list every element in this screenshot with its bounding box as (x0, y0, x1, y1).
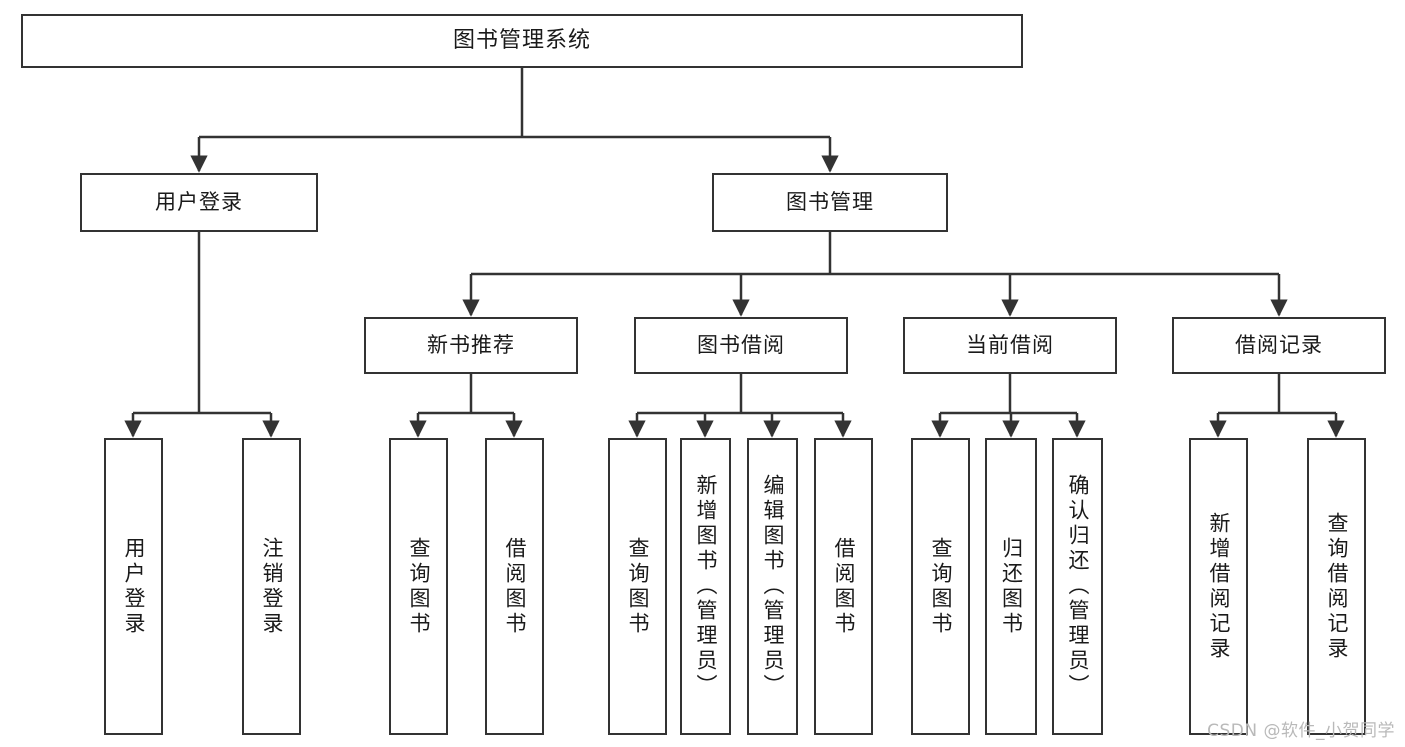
node-label-leaf-add-book: 新增图书（管理员） (694, 474, 718, 699)
node-box-leaf-borrow-book-1[interactable]: 借阅图书 (485, 438, 544, 735)
node-box-leaf-query-book-1[interactable]: 查询图书 (389, 438, 448, 735)
node-label-leaf-query-book-3: 查询图书 (929, 536, 953, 637)
node-box-leaf-edit-book[interactable]: 编辑图书（管理员） (747, 438, 798, 735)
node-label-leaf-return-book: 归还图书 (999, 536, 1024, 637)
node-box-leaf-add-book[interactable]: 新增图书（管理员） (680, 438, 731, 735)
node-label-leaf-edit-book: 编辑图书（管理员） (761, 474, 785, 699)
node-box-leaf-confirm-return[interactable]: 确认归还（管理员） (1052, 438, 1103, 735)
node-label-leaf-user-login: 用户登录 (122, 536, 146, 637)
node-box-root[interactable]: 图书管理系统 (21, 14, 1023, 68)
node-box-book-manage[interactable]: 图书管理 (712, 173, 948, 232)
node-label-leaf-confirm-return: 确认归还（管理员） (1066, 474, 1090, 699)
node-box-current-borrow[interactable]: 当前借阅 (903, 317, 1117, 374)
node-box-new-book-recommend[interactable]: 新书推荐 (364, 317, 578, 374)
node-label-leaf-borrow-book-2: 借阅图书 (832, 536, 856, 637)
node-box-leaf-add-record[interactable]: 新增借阅记录 (1189, 438, 1248, 735)
node-box-borrow-record[interactable]: 借阅记录 (1172, 317, 1386, 374)
node-label-borrow-record: 借阅记录 (1235, 333, 1323, 358)
node-label-book-borrow: 图书借阅 (697, 333, 785, 358)
node-label-leaf-query-book-1: 查询图书 (407, 536, 431, 637)
node-label-leaf-add-record: 新增借阅记录 (1207, 511, 1231, 662)
node-box-leaf-query-book-3[interactable]: 查询图书 (911, 438, 970, 735)
node-label-book-manage: 图书管理 (786, 190, 874, 215)
node-box-user-login[interactable]: 用户登录 (80, 173, 318, 232)
node-label-current-borrow: 当前借阅 (966, 333, 1054, 358)
node-label-root: 图书管理系统 (452, 28, 591, 54)
node-label-leaf-query-book-2: 查询图书 (626, 536, 650, 637)
node-box-leaf-query-record[interactable]: 查询借阅记录 (1307, 438, 1366, 735)
node-box-book-borrow[interactable]: 图书借阅 (634, 317, 848, 374)
node-label-leaf-logout: 注销登录 (260, 536, 284, 637)
node-box-leaf-user-login[interactable]: 用户登录 (104, 438, 163, 735)
node-label-user-login: 用户登录 (155, 190, 243, 215)
node-label-new-book-recommend: 新书推荐 (427, 333, 515, 358)
node-label-leaf-borrow-book-1: 借阅图书 (503, 536, 527, 637)
node-box-leaf-return-book[interactable]: 归还图书 (985, 438, 1037, 735)
node-box-leaf-query-book-2[interactable]: 查询图书 (608, 438, 667, 735)
node-label-leaf-query-record: 查询借阅记录 (1325, 511, 1349, 662)
node-box-leaf-borrow-book-2[interactable]: 借阅图书 (814, 438, 873, 735)
node-box-leaf-logout[interactable]: 注销登录 (242, 438, 301, 735)
